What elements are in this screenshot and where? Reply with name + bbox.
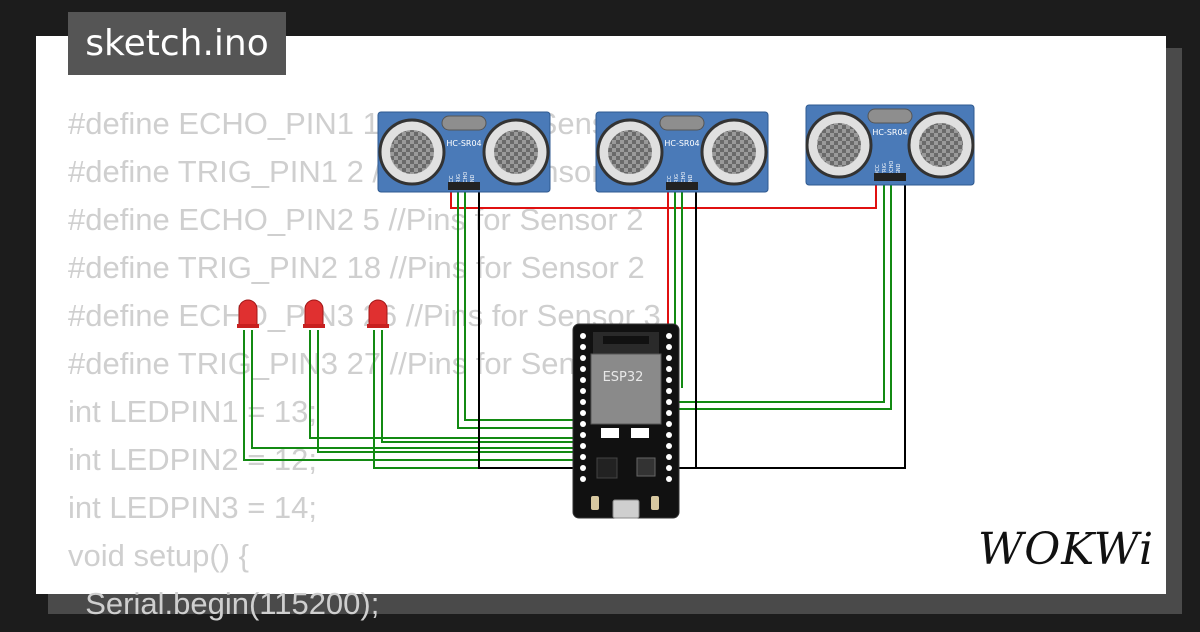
sensor-label: HC-SR04	[446, 139, 481, 148]
wire-vcc	[450, 185, 877, 209]
wire-gnd	[670, 185, 906, 469]
sketch-title: sketch.ino	[68, 12, 286, 75]
pin-label: ECHO	[463, 172, 469, 186]
pin-label: VCC	[875, 164, 881, 175]
esp32-board[interactable]: ESP32	[572, 323, 680, 519]
ultrasonic-sensor[interactable]: HC-SR04 VCC TRIG ECHO GND	[377, 111, 551, 193]
code-line: int LEDPIN3 = 14;	[68, 490, 317, 525]
sensor-label: HC-SR04	[872, 128, 907, 137]
pin-label: GND	[470, 174, 476, 186]
wire-led	[251, 330, 584, 449]
wokwi-logo: WOKWi	[978, 524, 1155, 575]
code-line: #define ECHO_PIN3 26 //Pins for Sensor 3	[68, 298, 661, 333]
wire-led	[317, 330, 584, 453]
led[interactable]	[303, 299, 325, 328]
pin-label: TRIG	[674, 174, 680, 187]
led[interactable]	[367, 299, 389, 328]
pin-label: VCC	[449, 175, 455, 186]
wire-led	[381, 330, 584, 443]
led[interactable]	[237, 299, 259, 328]
pin-label: ECHO	[681, 172, 687, 186]
ultrasonic-sensor[interactable]: HC-SR04 VCC TRIG ECHO GND	[805, 104, 975, 186]
pin-label: GND	[688, 174, 694, 186]
header-pins-right	[666, 333, 672, 482]
wire-led	[309, 330, 584, 439]
wire-signal	[457, 190, 584, 429]
ultrasonic-sensor[interactable]: HC-SR04 VCC TRIG ECHO GND	[595, 111, 769, 193]
pin-label: GND	[896, 163, 902, 175]
code-line: #define TRIG_PIN2 18 //Pins for Sensor 2	[68, 250, 645, 285]
wire-signal	[464, 190, 584, 421]
header-pins-left	[580, 333, 586, 482]
wire-led	[243, 330, 584, 461]
wire-signal	[670, 185, 885, 403]
pin-label: TRIG	[456, 174, 462, 187]
pin-label: TRIG	[882, 163, 888, 176]
pin-label: ECHO	[889, 161, 895, 175]
code-line: Serial.begin(115200);	[68, 586, 380, 621]
code-line: void setup() {	[68, 538, 249, 573]
sensor-label: HC-SR04	[664, 139, 699, 148]
pin-label: VCC	[667, 175, 673, 186]
board-label: ESP32	[603, 370, 644, 385]
wire-signal	[670, 185, 892, 410]
